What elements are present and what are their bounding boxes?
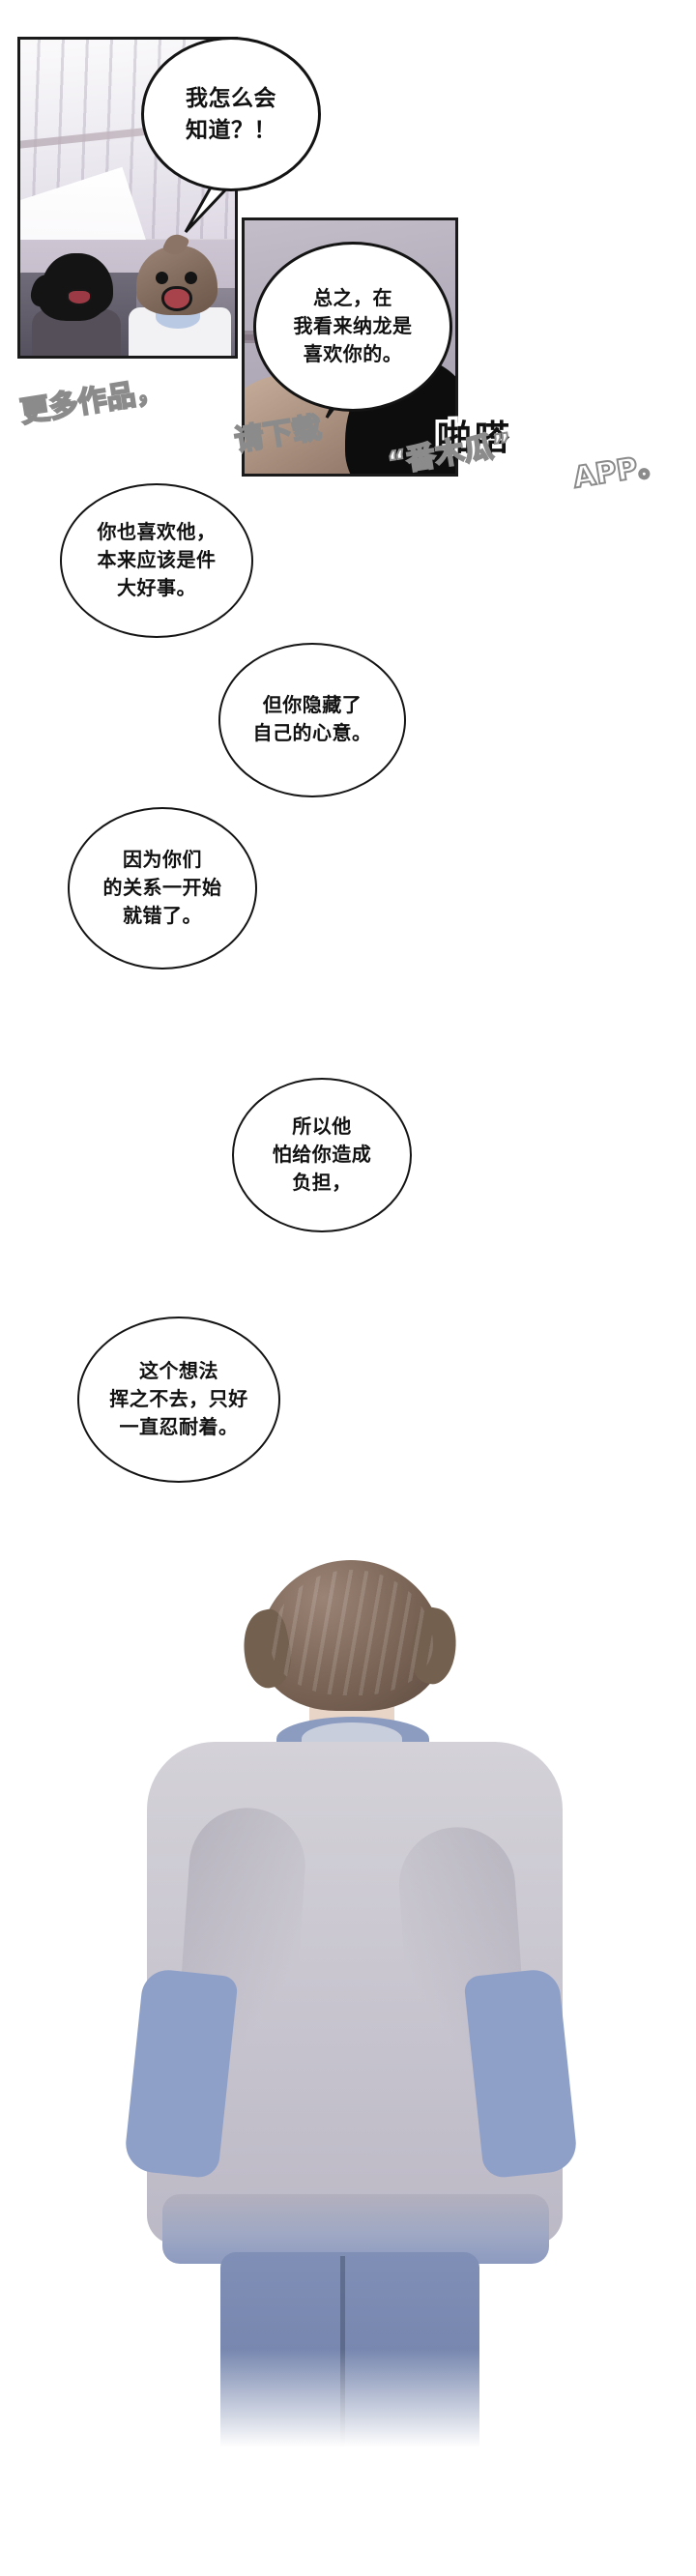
panel1-character-b-mouth	[161, 286, 192, 311]
speech-bubble-7: 这个想法 挥之不去，只好 一直忍耐着。	[77, 1317, 280, 1483]
speech-bubble-2: 总之，在 我看来纳龙是 喜欢你的。	[253, 242, 452, 412]
speech-bubble-7-text: 这个想法 挥之不去，只好 一直忍耐着。	[109, 1360, 248, 1438]
sound-effect-patta: 啪嗒	[433, 410, 513, 462]
speech-bubble-1-text: 我怎么会 知道？！	[186, 84, 276, 142]
speech-bubble-5: 因为你们 的关系一开始 就错了。	[68, 807, 257, 970]
speech-bubble-1: 我怎么会 知道？！	[141, 37, 321, 191]
comic-panel-3	[0, 1518, 696, 2465]
panel1-character-b-eye-left	[156, 272, 168, 284]
panel1-character-a-hair	[42, 253, 113, 317]
panel3-character-hair	[259, 1560, 443, 1711]
speech-bubble-3: 你也喜欢他， 本来应该是件 大好事。	[60, 483, 253, 638]
sound-effect-text: 啪嗒	[433, 416, 513, 462]
speech-bubble-6-text: 所以他 怕给你造成 负担，	[272, 1115, 372, 1194]
panel1-character-a-mouth	[67, 289, 92, 305]
panel1-character-b-eye-right	[185, 272, 197, 284]
watermark-part-4: APP。	[569, 447, 669, 497]
speech-bubble-4-text: 但你隐藏了 自己的心意。	[252, 695, 372, 744]
speech-bubble-2-text: 总之，在 我看来纳龙是 喜欢你的。	[293, 287, 413, 365]
speech-bubble-4: 但你隐藏了 自己的心意。	[218, 643, 406, 797]
panel1-character-a-body	[32, 309, 121, 356]
speech-bubble-3-text: 你也喜欢他， 本来应该是件 大好事。	[97, 521, 217, 599]
watermark-part-1: 更多作品，	[17, 372, 168, 430]
speech-bubble-6: 所以他 怕给你造成 负担，	[232, 1078, 412, 1232]
panel1-character-b-shirt	[129, 305, 231, 356]
speech-bubble-5-text: 因为你们 的关系一开始 就错了。	[102, 849, 222, 927]
panel3-bottom-fade	[0, 2349, 696, 2465]
panel3-hair-strands	[271, 1570, 433, 1695]
